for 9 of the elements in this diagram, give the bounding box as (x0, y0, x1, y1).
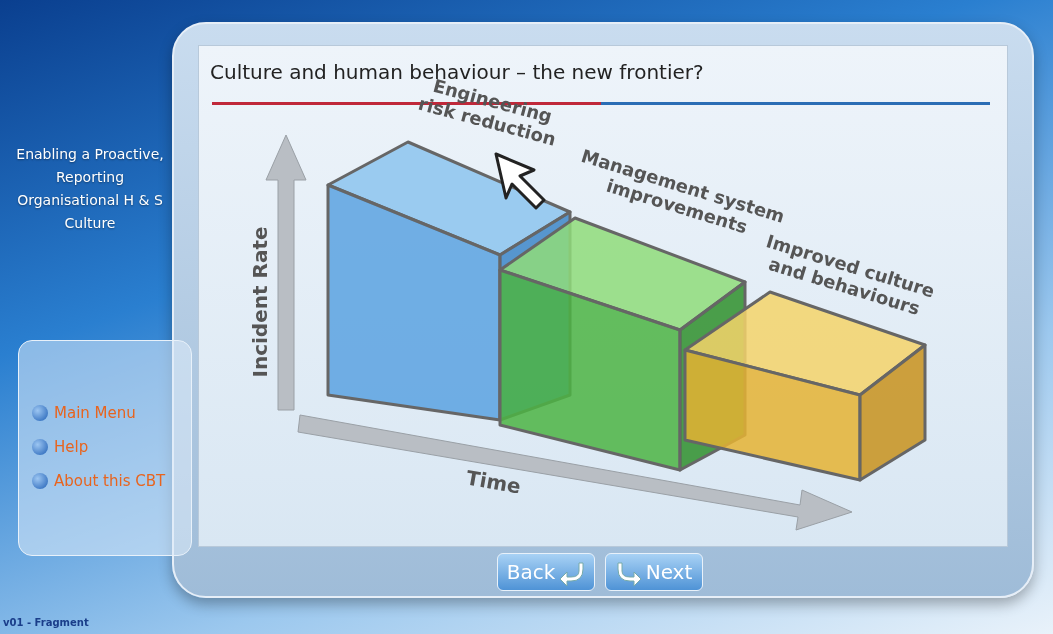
back-button: Back (497, 553, 595, 591)
menu-link: Help (54, 438, 89, 456)
axis-label: Time (464, 465, 523, 499)
menu-link: About this CBT (54, 472, 166, 490)
menu-link: Main Menu (54, 404, 136, 422)
tagline: Enabling a Proactive, Reporting Organisational H & S Culture (15, 145, 165, 233)
version-label: v01 - Fragment (3, 617, 89, 628)
axis-label: Incident Rate (248, 225, 272, 380)
next-button: Next (605, 553, 703, 591)
